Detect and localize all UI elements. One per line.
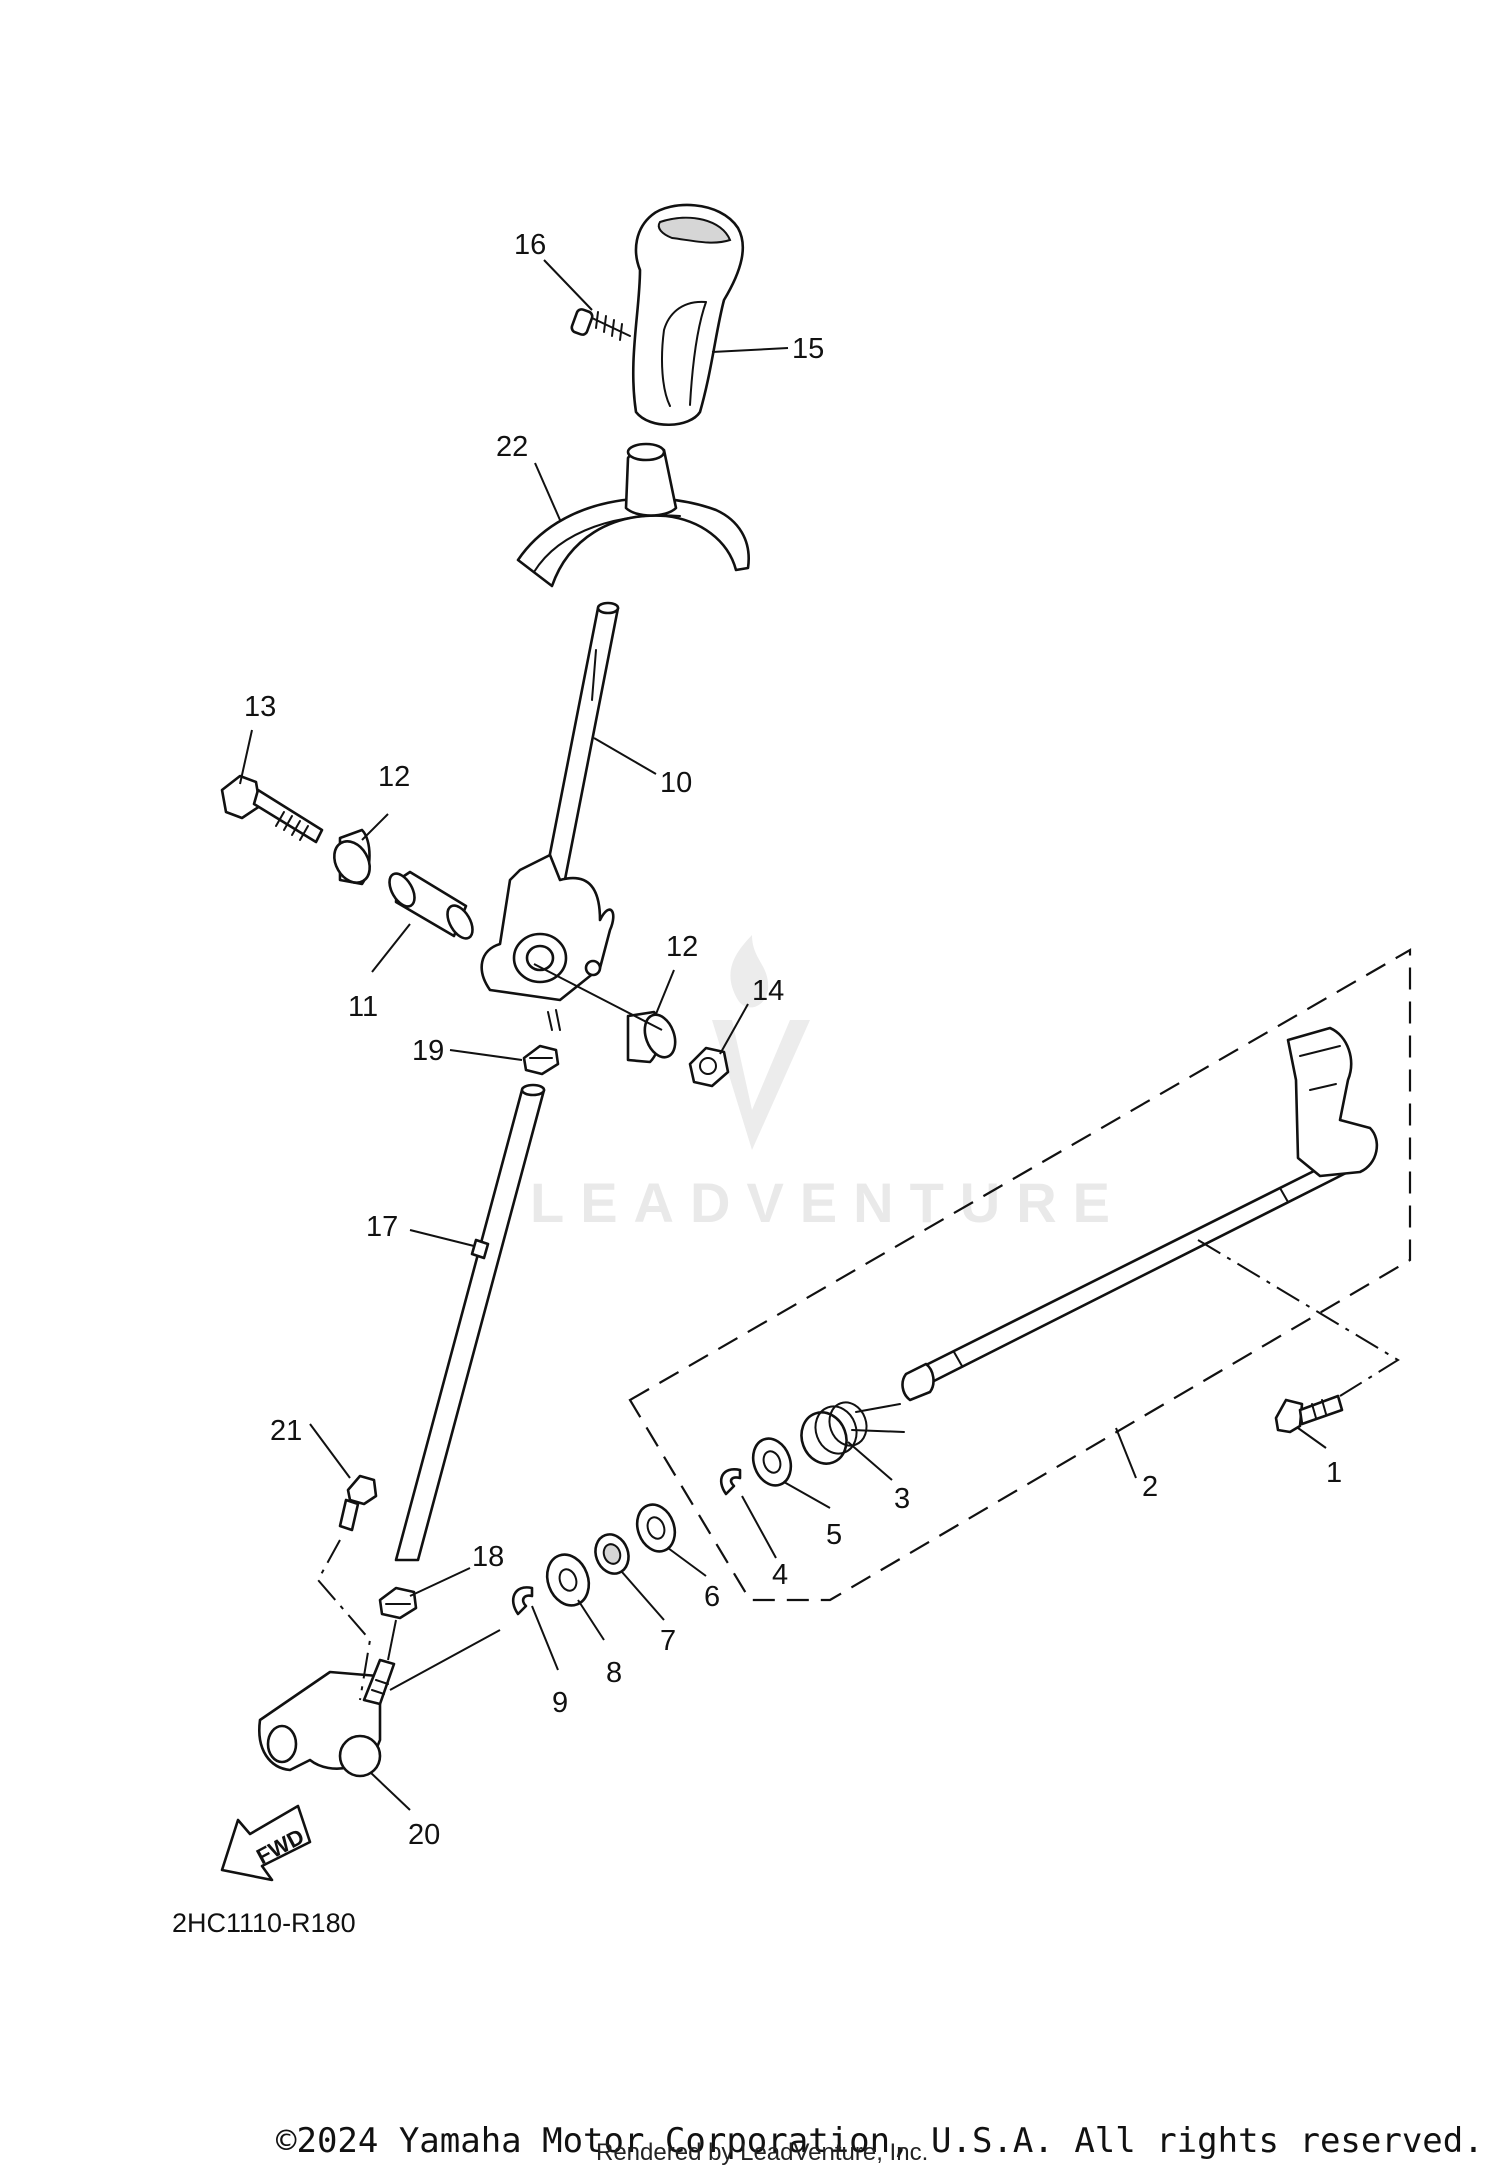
watermark-logo-icon: [712, 935, 810, 1150]
callout-labels: 1 2 3 4 5 6 7 8 9 10 11 12 12 13 14 15 1…: [244, 229, 1342, 1851]
bushing-part-lower: [626, 1010, 677, 1064]
fwd-arrow-icon: FWD: [220, 1804, 312, 1882]
callout-8: 8: [606, 1657, 622, 1689]
nut-part-18: [378, 1586, 418, 1620]
leader-lines: [239, 259, 1327, 1811]
watermark: LEADVENTURE: [530, 935, 1126, 1234]
callout-9: 9: [552, 1687, 568, 1719]
callout-5: 5: [826, 1519, 842, 1551]
washer-part-6: [635, 1503, 677, 1553]
watermark-text: LEADVENTURE: [530, 1171, 1126, 1234]
callout-6: 6: [704, 1581, 720, 1613]
mount-line: [316, 1539, 372, 1701]
callout-2: 2: [1142, 1471, 1158, 1503]
callout-18: 18: [472, 1541, 504, 1573]
callout-16: 16: [514, 229, 546, 261]
bolt-part-1: [1274, 1394, 1344, 1434]
callout-1: 1: [1326, 1457, 1342, 1489]
bushing-part-upper: [333, 828, 371, 886]
bolt-part-21: [338, 1474, 378, 1532]
callout-11: 11: [348, 991, 378, 1023]
callout-22: 22: [496, 431, 528, 463]
callout-3: 3: [894, 1483, 910, 1515]
screw-part: [570, 308, 631, 341]
callout-7: 7: [660, 1625, 676, 1657]
callout-12-upper: 12: [378, 761, 410, 793]
circlip-part-4: [719, 1468, 742, 1496]
callout-13: 13: [244, 691, 276, 723]
collar-part: [388, 870, 474, 940]
callout-17: 17: [366, 1211, 398, 1243]
knob-part: [631, 203, 745, 427]
copyright-notice: ©2024 Yamaha Motor Corporation, U.S.A. A…: [276, 2121, 1484, 2161]
callout-14: 14: [752, 975, 784, 1007]
washer-part-5: [751, 1437, 793, 1487]
boot-part: [516, 442, 750, 588]
callout-19: 19: [412, 1035, 444, 1067]
callout-10: 10: [660, 767, 692, 799]
callout-20: 20: [408, 1819, 440, 1851]
nut-part-19: [522, 1044, 560, 1076]
oil-seal-part: [594, 1533, 630, 1575]
nut-part-14: [688, 1046, 730, 1088]
circlip-part-9: [511, 1586, 534, 1616]
shift-rod-part: [394, 1083, 546, 1562]
shift-shaft-part: [901, 1026, 1379, 1402]
callout-21: 21: [270, 1415, 302, 1447]
callout-15: 15: [792, 333, 824, 365]
shift-lever-part: [480, 601, 620, 1031]
spring-part: [800, 1401, 905, 1465]
bolt-part: [220, 774, 324, 844]
callout-4: 4: [772, 1559, 788, 1591]
diagram-code: 2HC1110-R180: [172, 1908, 356, 1938]
assembly-axis: [1197, 1239, 1400, 1397]
assembly-boundary: [628, 948, 1412, 1602]
callout-12-lower: 12: [666, 931, 698, 963]
washer-part-8: [545, 1553, 591, 1607]
render-note: Rendered by LeadVenture, Inc.: [596, 2139, 928, 2166]
joint-part: [258, 1658, 396, 1778]
shaft-axis-line: [389, 1629, 501, 1691]
